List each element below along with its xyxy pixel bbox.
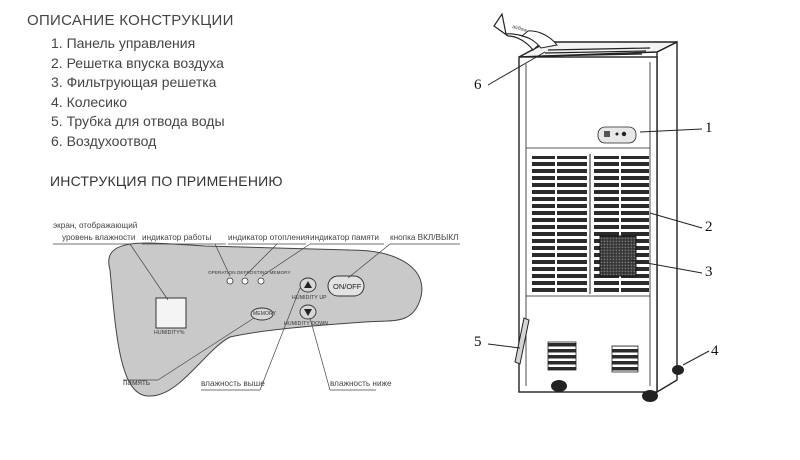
callout-humidity-up: влажность выше (201, 379, 265, 388)
dehumidifier-drawing (493, 12, 684, 402)
list-item: 5. Трубка для отвода воды (51, 113, 225, 129)
humidity-down-label: HUMIDITY DOWN (284, 321, 329, 327)
description-list: 1. Панель управления 2. Решетка впуска в… (51, 34, 225, 151)
panel-callout-lines (53, 243, 460, 391)
indicator-labels: OPERATION DEFROSTING MEMORY (208, 270, 291, 275)
callout-number: 5 (474, 334, 482, 350)
memory-button-label: MEMORY (253, 311, 277, 317)
callout-number: 4 (711, 343, 719, 359)
memory-indicator (257, 277, 265, 285)
description-title: ОПИСАНИЕ КОНСТРУКЦИИ (27, 12, 234, 29)
humidity-up-label: HUMIDITY UP (292, 295, 327, 301)
power-button-label: ON/OFF (333, 282, 362, 291)
list-item: 1. Панель управления (51, 35, 196, 51)
power-button[interactable] (327, 275, 365, 297)
humidity-display (155, 297, 187, 329)
callout-number: 6 (474, 77, 482, 93)
callout-number: 3 (705, 264, 713, 280)
callout-power-button: кнопка ВКЛ/ВЫКЛ (390, 233, 459, 242)
arrow-up-icon (304, 281, 312, 288)
list-item: 3. Фильтрующая решетка (51, 74, 217, 90)
callout-number: 2 (705, 219, 713, 235)
callout-heat-indicator: индикатор отопления (228, 233, 310, 242)
callout-number: 1 (705, 120, 713, 136)
callout-work-indicator: индикатор работы (142, 233, 212, 242)
instructions-title: ИНСТРУКЦИЯ ПО ПРИМЕНЕНИЮ (50, 173, 283, 189)
callout-screen-label: экран, отображающий (53, 221, 138, 230)
callout-memory-button: память (123, 378, 151, 387)
list-item: 2. Решетка впуска воздуха (51, 54, 224, 71)
defrosting-indicator (241, 277, 249, 285)
list-item: 6. Воздухоотвод (51, 132, 157, 149)
callout-screen-label-2: уровень влажности (62, 233, 136, 242)
callout-memory-indicator: индикатор памяти (310, 233, 379, 242)
memory-button[interactable] (250, 307, 274, 321)
operation-indicator (226, 277, 234, 285)
arrow-down-icon (304, 309, 312, 316)
display-label: HUMIDITY% (154, 330, 185, 336)
callout-humidity-down: влажность ниже (330, 379, 392, 388)
unit-callout-lines (487, 51, 710, 366)
list-item: 4. Колесико (51, 93, 128, 110)
